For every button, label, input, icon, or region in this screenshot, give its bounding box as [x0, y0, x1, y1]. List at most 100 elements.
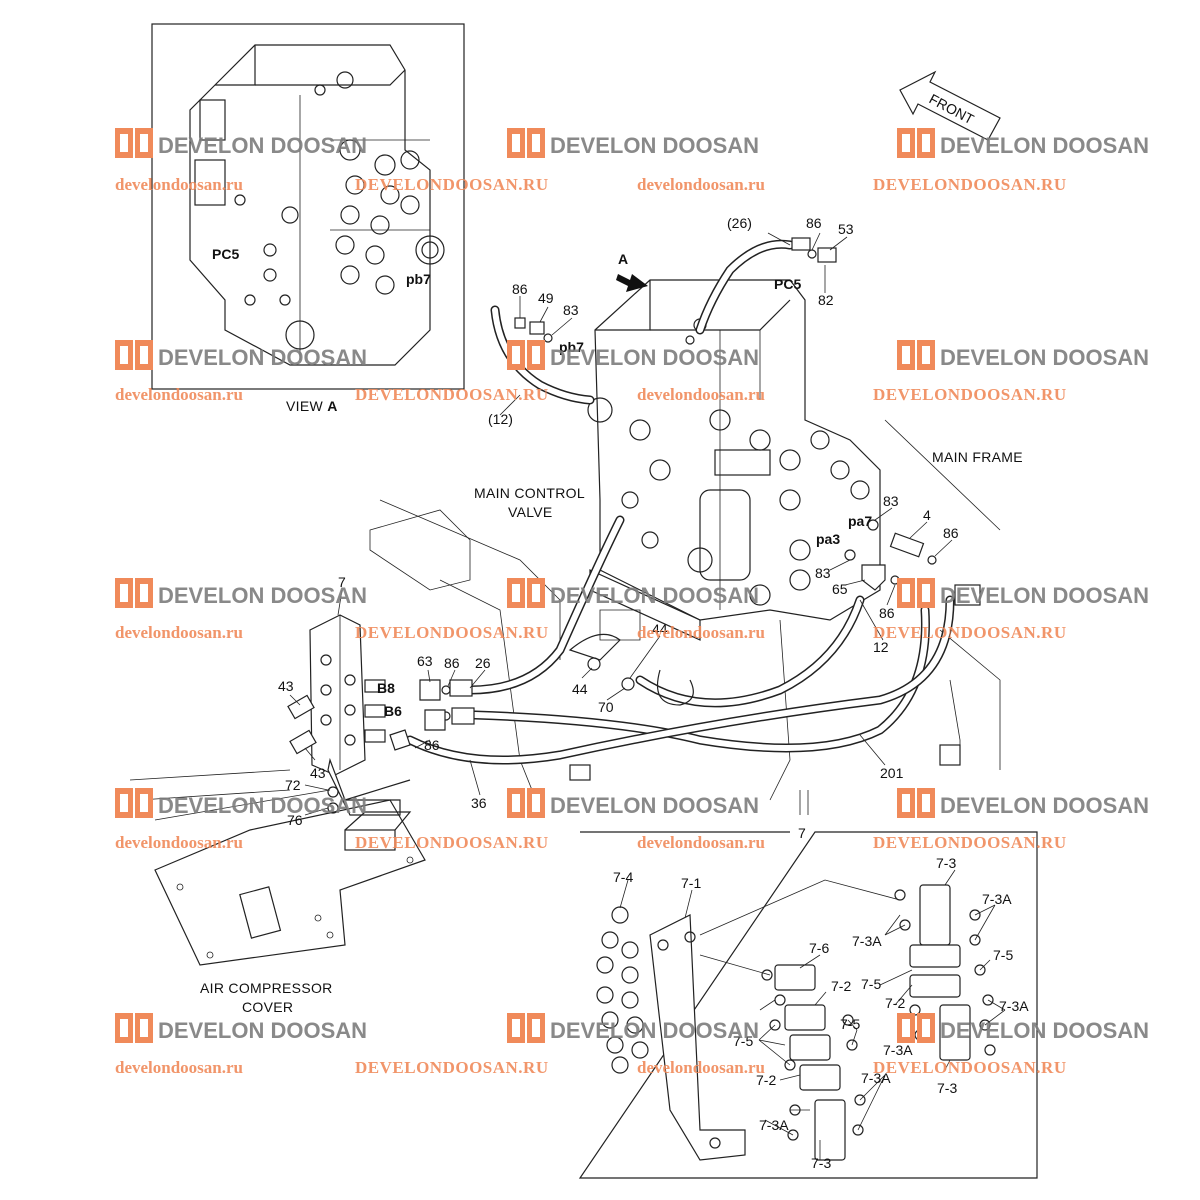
label-7-detail: 7 [798, 825, 806, 841]
air-compressor-caption-1: AIR COMPRESSOR [200, 980, 333, 996]
develon-logo [897, 578, 935, 608]
label-86-lower: 86 [444, 655, 460, 671]
label-pc5-view: PC5 [212, 246, 239, 262]
watermark-url: develondoosan.ru [637, 623, 765, 642]
detail-7-box [578, 831, 1038, 1179]
watermark-url: DEVELONDOOSAN.RU [873, 623, 1067, 642]
watermark-url: DEVELONDOOSAN.RU [873, 833, 1067, 852]
watermark-brand: DEVELON DOOSAN [158, 133, 367, 158]
label-4: 4 [923, 507, 931, 523]
watermark-url: DEVELONDOOSAN.RU [355, 385, 549, 404]
watermarks: DEVELON DOOSAN DEVELON DOOSAN DEVELON DO… [115, 128, 1149, 1077]
watermark-brand: DEVELON DOOSAN [940, 1018, 1149, 1043]
watermark-brand: DEVELON DOOSAN [550, 793, 759, 818]
label-pa3: pa3 [816, 531, 840, 547]
label-43-top: 43 [278, 678, 294, 694]
watermark-url: develondoosan.ru [115, 385, 243, 404]
label-b6: B6 [384, 703, 402, 719]
label-7-1: 7-1 [681, 875, 701, 891]
develon-logo [897, 788, 935, 818]
label-arrow-a: A [618, 251, 628, 267]
label-7-3a-bottom: 7-3A [759, 1117, 789, 1133]
label-12: 12 [873, 639, 889, 655]
label-86-bottom: 86 [424, 737, 440, 753]
label-pc5: PC5 [774, 276, 801, 292]
watermark-brand: DEVELON DOOSAN [550, 1018, 759, 1043]
label-pb7: pb7 [559, 339, 584, 355]
develon-logo [507, 578, 545, 608]
air-compressor-caption-2: COVER [242, 999, 293, 1015]
label-83-right: 83 [883, 493, 899, 509]
label-pb7-view: pb7 [406, 271, 431, 287]
label-7-3a-right: 7-3A [999, 998, 1029, 1014]
label-7-5-mid: 7-5 [861, 976, 881, 992]
label-49: 49 [538, 290, 554, 306]
watermark-url: develondoosan.ru [115, 833, 243, 852]
label-7-5-lower: 7-5 [840, 1016, 860, 1032]
main-control-valve-drawing [587, 279, 881, 641]
watermark-url: develondoosan.ru [637, 175, 765, 194]
watermark-brand: DEVELON DOOSAN [158, 583, 367, 608]
label-44-top: 44 [652, 621, 668, 637]
label-7-block: 7 [338, 574, 346, 590]
label-b8: B8 [377, 680, 395, 696]
label-7-5-left: 7-5 [733, 1033, 753, 1049]
hoses [405, 239, 955, 765]
watermark-brand: DEVELON DOOSAN [158, 793, 367, 818]
watermark-logo-row-2: DEVELON DOOSAN DEVELON DOOSAN DEVELON DO… [115, 340, 1149, 370]
develon-logo [115, 578, 153, 608]
fittings [389, 237, 937, 751]
label-65: 65 [832, 581, 848, 597]
label-26: 26 [475, 655, 491, 671]
label-201: 201 [880, 765, 904, 781]
label-7-3-mid: 7-3 [937, 1080, 957, 1096]
develon-logo [507, 788, 545, 818]
label-pa7: pa7 [848, 513, 872, 529]
air-compressor-cover-drawing [129, 769, 426, 966]
watermark-logo-row-1: DEVELON DOOSAN DEVELON DOOSAN DEVELON DO… [115, 128, 1149, 158]
watermark-url: DEVELONDOOSAN.RU [873, 385, 1067, 404]
label-86-top: 86 [806, 215, 822, 231]
label-36: 36 [471, 795, 487, 811]
watermark-brand: DEVELON DOOSAN [550, 133, 759, 158]
label-7-3a-lower: 7-3A [861, 1070, 891, 1086]
labels: PC5 pb7 VIEW A (26) 86 53 82 PC5 A 86 49… [200, 215, 1029, 1171]
label-53: 53 [838, 221, 854, 237]
label-83-mid: 83 [815, 565, 831, 581]
label-7-3a-top-right: 7-3A [982, 891, 1012, 907]
main-frame-caption: MAIN FRAME [932, 449, 1023, 465]
watermark-url: develondoosan.ru [637, 385, 765, 404]
watermark-brand: DEVELON DOOSAN [550, 345, 759, 370]
label-76: 76 [287, 812, 303, 828]
watermark-url: DEVELONDOOSAN.RU [873, 175, 1067, 194]
label-82: 82 [818, 292, 834, 308]
develon-logo [115, 1013, 153, 1043]
watermark-url: DEVELONDOOSAN.RU [355, 1058, 549, 1077]
label-86-mid: 86 [879, 605, 895, 621]
watermark-brand: DEVELON DOOSAN [940, 345, 1149, 370]
watermark-url: DEVELONDOOSAN.RU [355, 175, 549, 194]
develon-logo [507, 128, 545, 158]
watermark-brand: DEVELON DOOSAN [158, 1018, 367, 1043]
label-83-top: 83 [563, 302, 579, 318]
label-7-2-left: 7-2 [756, 1072, 776, 1088]
label-7-5-right: 7-5 [993, 947, 1013, 963]
watermark-brand: DEVELON DOOSAN [940, 133, 1149, 158]
watermark-url: DEVELONDOOSAN.RU [355, 623, 549, 642]
watermark-url: develondoosan.ru [115, 175, 243, 194]
view-a-inset [151, 23, 465, 390]
label-7-4: 7-4 [613, 869, 633, 885]
label-44-bottom: 44 [572, 681, 588, 697]
watermark-url: develondoosan.ru [637, 1058, 765, 1077]
label-7-3a-top-left: 7-3A [852, 933, 882, 949]
view-a-caption: VIEW A [286, 398, 338, 414]
label-7-2-right: 7-2 [885, 995, 905, 1011]
label-43-bottom: 43 [310, 765, 326, 781]
develon-logo [507, 1013, 545, 1043]
develon-logo [507, 340, 545, 370]
watermark-brand: DEVELON DOOSAN [158, 345, 367, 370]
watermark-logo-row-4: DEVELON DOOSAN DEVELON DOOSAN DEVELON DO… [115, 788, 1149, 818]
develon-logo [115, 788, 153, 818]
watermark-logo-row-5: DEVELON DOOSAN DEVELON DOOSAN DEVELON DO… [115, 1013, 1149, 1043]
